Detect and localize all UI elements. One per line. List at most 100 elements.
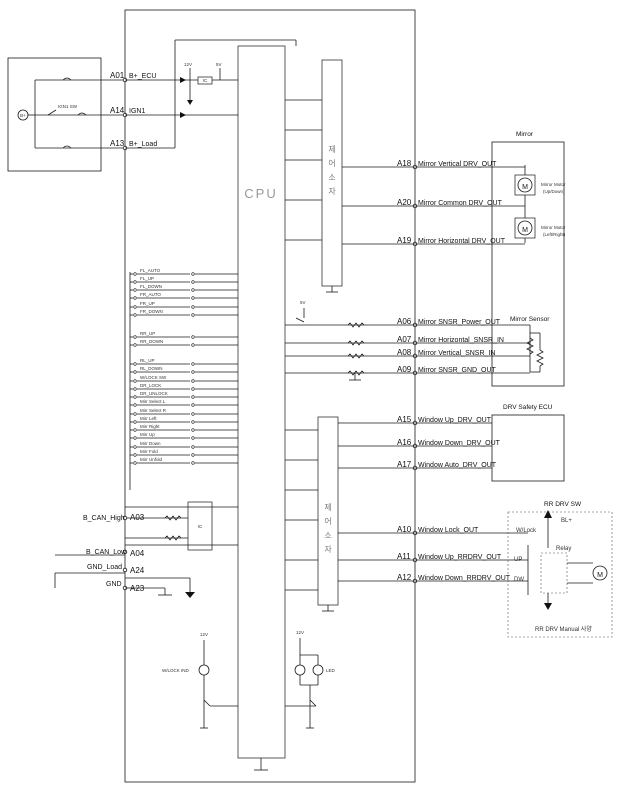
switch-input-row: FR_UP [130,301,238,309]
right-pin-label: Mirror Vertical DRV_OUT [418,161,497,168]
v5-reg-label: 5V [216,62,222,67]
right-pin-id: A08 [397,348,412,357]
right-pin-label: Mirror Horizontal_SNSR_IN [418,337,504,344]
right-pin-label: Window Up_DRV_OUT [418,417,492,424]
svg-text:어: 어 [324,516,331,526]
sensor-pot-1 [526,337,534,355]
led-lamp-2 [312,664,324,676]
right-pin-id: A06 [397,317,412,326]
switch-input-label: Mirr Left [140,416,157,421]
svg-text:소: 소 [324,531,331,540]
switch-input-row: Mirr Up [130,432,238,440]
right-pin-A17: A17 Window Auto_DRV_OUT [338,460,497,471]
drv-safety-ecu-box [491,414,565,482]
right-pin-label: Window Auto_DRV_OUT [418,462,497,469]
switch-input-row: RL_UP [130,358,238,366]
mirror-sensor-title: Mirror Sensor [510,316,550,323]
right-pin-label: Mirror SNSR_GND_OUT [418,367,497,374]
switch-input-row: DR_UNLOCK [130,391,238,399]
switch-input-row: Mirr Down [130,441,238,449]
svg-text:B+_ECU: B+_ECU [129,73,156,80]
svg-text:A14: A14 [110,106,125,115]
sensor-pot-2 [536,349,544,367]
fuse-3 [62,145,72,149]
diode-a14 [180,112,186,118]
rr-blplus-arrow [544,510,552,518]
battery-label: B+ [20,113,26,118]
right-pin-A20: A20 Mirror Common DRV_OUT [342,198,525,209]
svg-text:제: 제 [324,503,331,512]
rr-blplus-label: BL+ [561,518,572,524]
diode-a01 [180,77,186,83]
led-12v-label: 12V [296,630,304,635]
svg-text:A03: A03 [130,513,145,522]
right-pin-id: A19 [397,236,412,245]
switch-input-label: FR_DOWN [140,309,163,314]
right-pin-label: Window Down_RRDRV_OUT [418,575,511,582]
switch-input-label: Mirr Down [140,441,161,446]
svg-text:소: 소 [328,173,335,182]
sensor-5v-label: 5V [300,300,306,305]
ign-switch [47,109,57,116]
switch-input-row: FR_AUTO [130,292,238,300]
mirror-motor2-label: Mirror Motor [541,225,566,230]
switch-input-row: W/LOCK SW [130,375,238,383]
fuse-1 [62,77,72,81]
wlock-12v-label: 12V [200,632,208,637]
right-pin-label: Mirror Common DRV_OUT [418,200,503,207]
rr-up-label: UP [514,557,522,563]
right-pin-id: A15 [397,415,412,424]
switch-input-label: FL_DOWN [140,284,162,289]
svg-text:A24: A24 [130,566,145,575]
svg-text:자: 자 [328,187,336,196]
ign-switch-label: IGN1 SW [58,104,78,109]
v12-reg-label: 12V [184,62,192,67]
right-pin-id: A20 [397,198,412,207]
mirror-title: Mirror [516,131,534,138]
led-lamp-1 [294,664,306,676]
ecu-outline [124,9,416,783]
svg-text:GND: GND [106,581,122,588]
rr-relay-label: Relay [556,546,571,552]
can-ic-label: IC [198,524,203,529]
right-pin-id: A10 [397,525,412,534]
switch-input-row: Mirr Select L [130,399,238,407]
right-pin-id: A17 [397,460,412,469]
mirror-motor2-sub: (Left/Right) [543,232,566,237]
right-pin-A15: A15 Window Up_DRV_OUT [338,415,492,426]
right-pin-label: Window Lock_OUT [418,527,479,534]
right-pin-id: A16 [397,438,412,447]
power-source-box [7,57,102,172]
right-pin-id: A07 [397,335,412,344]
mirror-motor1-label: Mirror Motor [541,182,566,187]
svg-text:B+_Load: B+_Load [129,141,157,148]
drv-safety-title: DRV Safety ECU [503,404,553,411]
mirror-box [491,141,565,387]
svg-text:제: 제 [328,145,335,154]
switch-input-row: DR_LOCK [130,383,238,391]
wlock-ind-label: W/LOCK IND [162,668,190,673]
switch-input-label: FL_AUTO [140,268,161,273]
svg-text:A23: A23 [130,584,145,593]
switch-input-label: Mirr Right [140,424,160,429]
svg-text:A01: A01 [110,71,125,80]
switch-input-label: RR_DOWN [140,339,163,344]
svg-text:B_CAN_High: B_CAN_High [83,515,125,522]
switch-input-row: FL_DOWN [130,284,238,292]
right-pin-A07: A07 Mirror Horizontal_SNSR_IN [285,335,530,346]
switch-input-row: RR_DOWN [130,339,238,347]
svg-text:어: 어 [328,158,335,168]
rr-drv-title: RR DRV SW [544,501,582,508]
control-lower-text: 제 어 소 자 [324,503,332,554]
switch-input-label: Mirr Unfold [140,457,163,462]
switch-input-row: RR_UP [130,331,238,339]
right-pin-label: Window Up_RRDRV_OUT [418,554,502,561]
rr-window-motor [592,565,608,581]
led-label: LED [326,668,336,673]
svg-text:자: 자 [324,545,332,554]
